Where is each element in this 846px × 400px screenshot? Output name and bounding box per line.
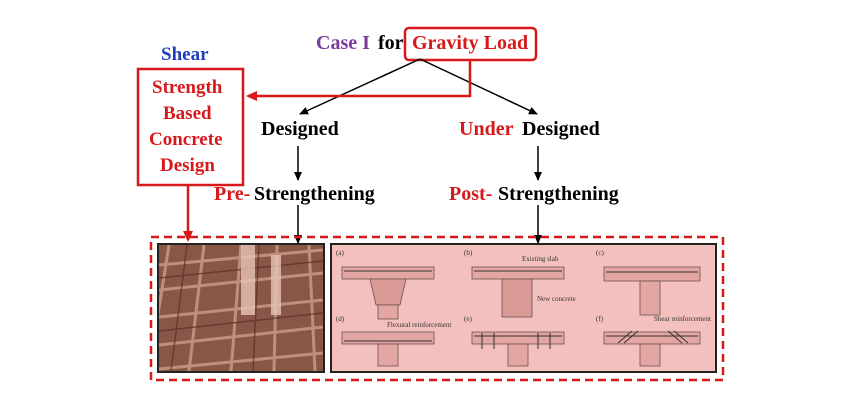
rebar-grid-illustration (159, 245, 323, 371)
pre-prefix: Pre- (214, 183, 251, 205)
post-prefix: Post- (449, 183, 493, 205)
rebar-photo (157, 243, 325, 373)
flexural-reinforcement-label: Flexural reinforcement (387, 321, 452, 329)
design-box-line-3: Concrete (149, 129, 223, 150)
panel-e-label: (e) (464, 315, 472, 323)
design-box-line-4: Design (160, 155, 215, 176)
new-concrete-label: New concrete (537, 295, 576, 303)
panel-f-label: (f) (596, 315, 603, 323)
shear-reinforcement-label: Shear reinforcement (654, 315, 711, 323)
under-label: Under (459, 118, 514, 140)
design-box (136, 67, 245, 187)
arrow-to-designed (299, 58, 421, 115)
gravity-load-label: Gravity Load (412, 32, 529, 54)
design-box-line-1: Strength (152, 77, 223, 98)
existing-slab-label: Existing slab (522, 255, 559, 263)
arrow-to-under-designed (419, 58, 538, 115)
panel-d-label: (d) (336, 315, 345, 323)
design-box-line-2: Based (163, 103, 212, 124)
strengthening-panel: (a) (b) (c) (d) (e) (f) Existing slab Ne… (330, 243, 717, 373)
arrow-to-design-box (246, 60, 472, 101)
panel-a-label: (a) (336, 249, 344, 257)
for-label: for (378, 32, 404, 54)
case-label: Case I (316, 32, 370, 54)
panel-b-label: (b) (464, 249, 473, 257)
post-strengthening: Strengthening (498, 183, 619, 205)
panel-c-label: (c) (596, 249, 604, 257)
under-designed-label: Designed (522, 118, 600, 140)
dashed-frame (149, 235, 725, 382)
shear-label: Shear (161, 44, 209, 65)
strengthening-illustration (341, 266, 701, 367)
pre-strengthening: Strengthening (254, 183, 375, 205)
designed-label: Designed (261, 118, 339, 140)
